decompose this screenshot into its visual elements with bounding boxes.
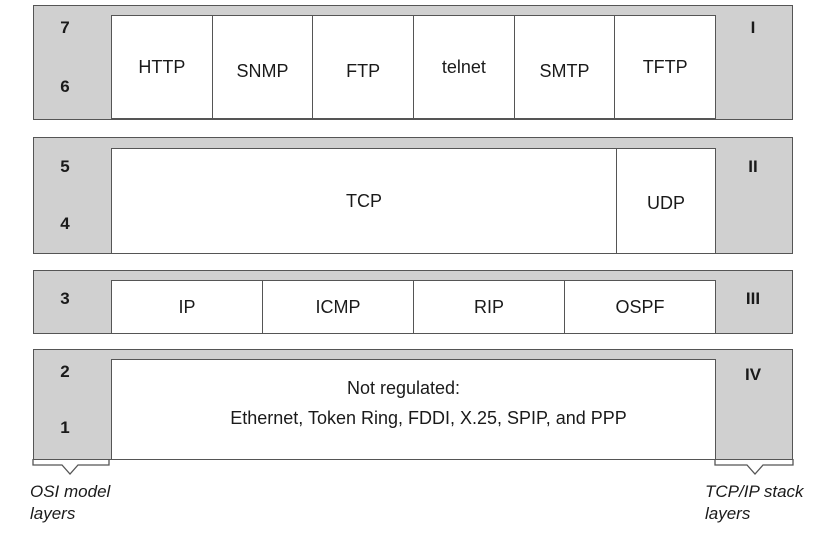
protocol-ftp: FTP (313, 16, 415, 118)
protocol-tcp: TCP (112, 149, 617, 253)
tcpip-layer-1-band: 7 6 HTTP SNMP FTP telnet SMTP TFTP I (33, 5, 793, 120)
protocol-ospf: OSPF (615, 296, 665, 317)
tcpip-layer-3-band: 3 IP ICMP RIP OSPF III (33, 270, 793, 334)
osi-layer-2-number: 2 (60, 362, 70, 381)
tcpip-layer-4-band: 2 1 Not regulated: Ethernet, Token Ring,… (33, 349, 793, 460)
application-protocols-box: HTTP SNMP FTP telnet SMTP TFTP (111, 15, 716, 119)
osi-layer-3-number: 3 (60, 289, 70, 308)
osi-layer-4-number: 4 (60, 214, 70, 233)
osi-layer-6-number: 6 (60, 77, 70, 96)
protocol-ip: IP (112, 281, 263, 333)
tcpip-layer-roman-3: III (745, 289, 761, 308)
tcpip-caption-line-2: layers (705, 504, 751, 523)
protocol-http: HTTP (112, 16, 213, 118)
tcpip-layer-roman-2: II (748, 157, 758, 176)
protocol-telnet: telnet (414, 16, 515, 118)
protocol-smtp: SMTP (515, 16, 616, 118)
network-access-box: Not regulated: Ethernet, Token Ring, FDD… (111, 359, 716, 460)
protocol-rip: RIP (414, 281, 565, 333)
osi-model-layers-caption: OSI model layers (30, 481, 110, 525)
osi-layer-5-number: 5 (60, 157, 70, 176)
osi-caption-line-2: layers (30, 504, 76, 523)
protocol-udp: UDP (646, 192, 685, 213)
protocol-snmp: SNMP (213, 16, 314, 118)
protocol-icmp: ICMP (263, 281, 414, 333)
tcpip-stack-layers-caption: TCP/IP stack layers (705, 481, 804, 525)
osi-caption-line-1: OSI model (30, 482, 111, 501)
tcpip-layer-2-band: 5 4 TCP UDP II (33, 137, 793, 254)
tcpip-layer-roman-4: IV (744, 365, 762, 384)
protocol-tftp: TFTP (642, 56, 688, 77)
transport-protocols-box: TCP UDP (111, 148, 716, 254)
osi-layer-1-number: 1 (60, 418, 70, 437)
osi-layer-7-number: 7 (60, 18, 70, 37)
not-regulated-label: Not regulated: (346, 378, 461, 398)
network-access-protocols: Ethernet, Token Ring, FDDI, X.25, SPIP, … (230, 408, 627, 428)
internet-protocols-box: IP ICMP RIP OSPF (111, 280, 716, 334)
tcpip-caption-line-1: TCP/IP stack (705, 482, 804, 501)
tcpip-layer-roman-1: I (750, 18, 756, 37)
